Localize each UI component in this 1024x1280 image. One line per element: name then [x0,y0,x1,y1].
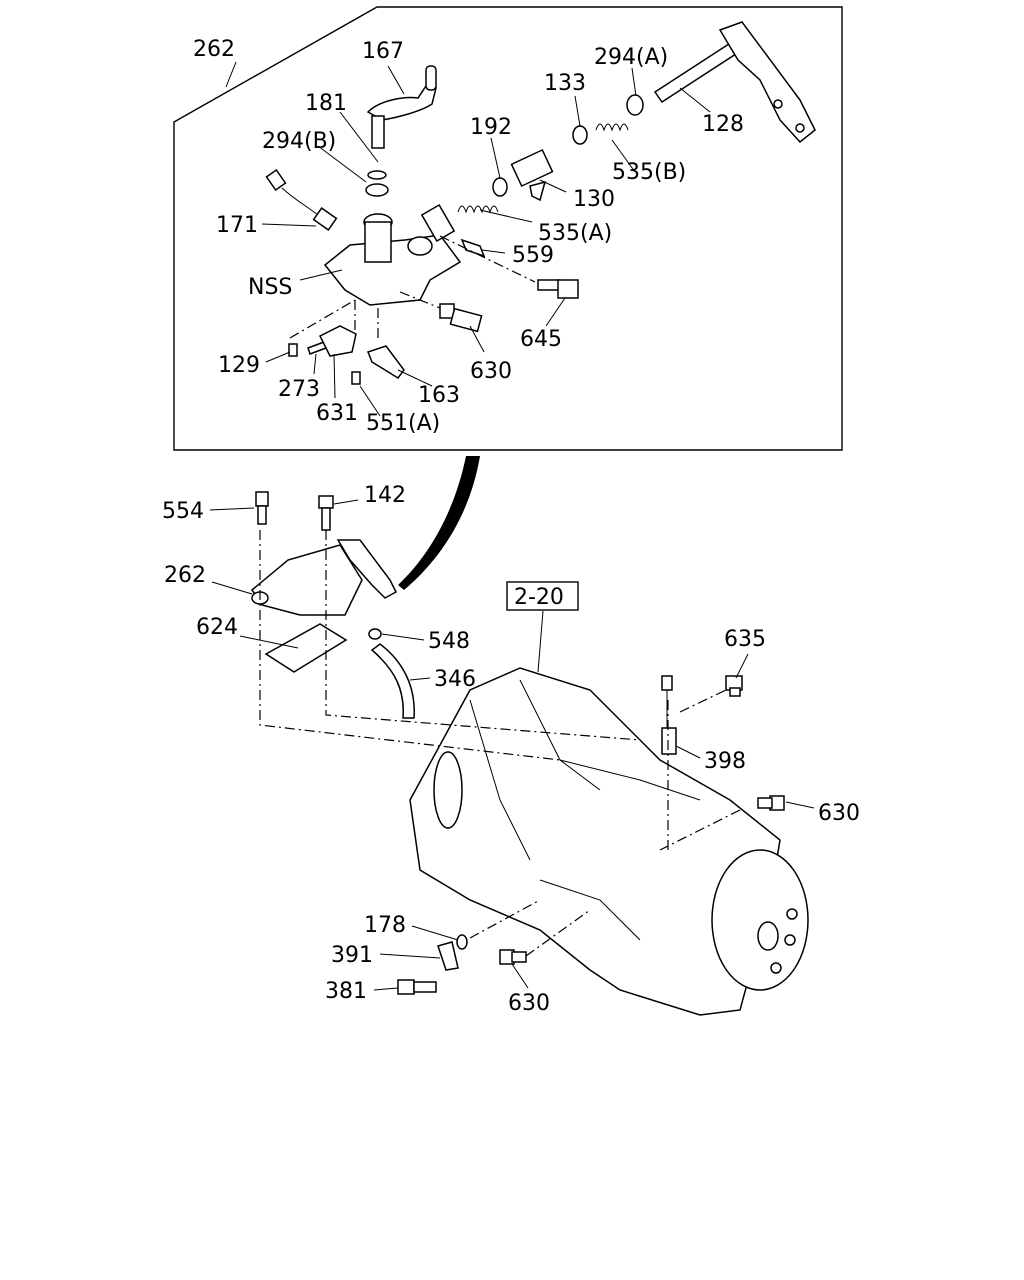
transmission-housing [409,667,809,1016]
callout-294b: 294(B) [262,129,336,154]
callout-128: 128 [702,112,744,137]
callout-2-20: 2-20 [514,585,564,610]
callout-630-inset: 630 [470,359,512,384]
reference-box-2-20 [506,581,579,611]
callout-535b: 535(B) [612,160,686,185]
callout-624: 624 [196,615,238,640]
callout-635: 635 [724,627,766,652]
main-leader-lines [209,499,815,991]
inset-leader-lines [225,61,711,417]
part-398-switch [661,675,677,755]
callout-178: 178 [364,913,406,938]
part-294b-seal [365,183,389,197]
callout-181: 181 [305,91,347,116]
part-630-bolt-inset [439,303,483,333]
part-192-washer [492,177,508,197]
callout-262-inset: 262 [193,37,235,62]
detail-pointer-arrow [398,456,480,590]
callout-554: 554 [162,499,204,524]
part-624-gasket [264,623,348,673]
callout-391: 391 [331,943,373,968]
callout-nss: NSS [248,275,292,300]
callout-167: 167 [362,39,404,64]
main-alignment-line-7 [525,909,591,957]
part-129-pin [288,343,298,357]
part-631-bracket [318,325,357,357]
part-163-arm [367,345,405,379]
part-548-clip [368,628,382,640]
part-171-sensor [265,168,338,231]
part-381-bolt [397,979,437,995]
part-178-oring [456,934,468,950]
part-133-ring [572,125,588,145]
callout-133: 133 [544,71,586,96]
callout-398: 398 [704,749,746,774]
part-181-oring [367,170,387,180]
part-nss-housing [323,203,462,306]
main-alignment-line-6 [469,899,541,939]
part-535a-spring [457,205,499,214]
callout-130: 130 [573,187,615,212]
callout-163: 163 [418,383,460,408]
callout-171: 171 [216,213,258,238]
callout-548: 548 [428,629,470,654]
callout-262-main: 262 [164,563,206,588]
callout-631: 631 [316,401,358,426]
main-alignment-line-2 [325,530,641,741]
inset-alignment-line-4 [399,291,441,309]
detail-inset-frame [173,6,843,451]
part-635-plug [725,675,743,697]
part-391-bracket [437,941,459,971]
part-630-bolt-bottom [499,949,527,965]
callout-294a: 294(A) [594,45,668,70]
part-128-shaft [653,21,816,144]
callout-273: 273 [278,377,320,402]
callout-559: 559 [512,243,554,268]
main-alignment-line-5 [659,809,741,851]
callout-535a: 535(A) [538,221,612,246]
main-alignment-line-1 [259,530,561,761]
callout-645: 645 [520,327,562,352]
inset-alignment-line-3 [439,235,536,283]
callout-346: 346 [434,667,476,692]
main-alignment-line-4 [679,689,727,713]
callout-192: 192 [470,115,512,140]
part-130-block [510,148,554,202]
part-346-hose [370,643,415,719]
callout-630-bottom: 630 [508,991,550,1016]
part-645-bolt [537,279,579,299]
part-142-bolt [318,495,334,531]
part-167-lever [366,65,437,149]
part-554-bolt [255,491,269,525]
part-294a-seal [626,94,644,116]
part-630-bolt-right [757,795,785,811]
part-551a-pin [351,371,361,385]
callout-381: 381 [325,979,367,1004]
inset-alignment-line-1 [289,299,356,339]
part-535b-spring [595,123,629,132]
callout-630-right: 630 [818,801,860,826]
callout-129: 129 [218,353,260,378]
part-559-pin [460,238,486,258]
callout-551a: 551(A) [366,411,440,436]
part-262-assembly [251,539,397,616]
callout-142: 142 [364,483,406,508]
